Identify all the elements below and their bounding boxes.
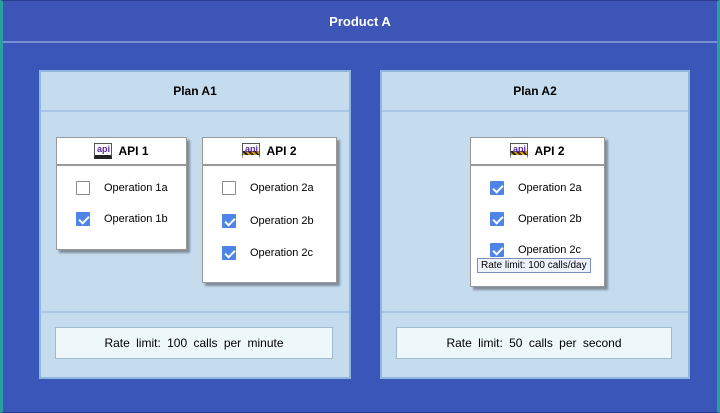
api-card-api-2[interactable]: api API 2 Operation 2a Operation 2b Oper… xyxy=(470,137,605,287)
operation-label: Operation 1a xyxy=(104,182,168,194)
operation-row[interactable]: Operation 2b xyxy=(222,214,314,228)
checkbox[interactable] xyxy=(222,181,236,195)
api-icon: api xyxy=(242,143,261,159)
api-card-header: api API 1 xyxy=(57,138,186,166)
operation-label: Operation 2a xyxy=(250,182,314,194)
plan-a1: Plan A1 api API 1 Operation 1a Operation… xyxy=(39,70,351,379)
operation-label: Operation 2c xyxy=(250,247,313,259)
plan-footer: Rate limit: 50 calls per second xyxy=(382,311,688,377)
operation-label: Operation 1b xyxy=(104,213,168,225)
api-card-header: api API 2 xyxy=(203,138,336,166)
operation-row[interactable]: Operation 2a xyxy=(222,181,314,195)
checkbox[interactable] xyxy=(490,243,504,257)
api-name: API 2 xyxy=(266,144,297,158)
api-name: API 1 xyxy=(118,144,149,158)
checkbox[interactable] xyxy=(76,212,90,226)
plan-title: Plan A2 xyxy=(382,72,688,112)
operation-row[interactable]: Operation 1a xyxy=(76,181,168,195)
operation-row[interactable]: Operation 2a xyxy=(490,181,582,195)
api-icon: api xyxy=(94,143,113,159)
checkbox[interactable] xyxy=(490,181,504,195)
api-card-api-2[interactable]: api API 2 Operation 2a Operation 2b Oper… xyxy=(202,137,337,283)
api-name: API 2 xyxy=(534,144,565,158)
operation-label: Operation 2b xyxy=(518,213,582,225)
api-card-header: api API 2 xyxy=(471,138,604,166)
checkbox[interactable] xyxy=(222,246,236,260)
api-icon: api xyxy=(510,143,529,159)
operation-row[interactable]: Operation 2c xyxy=(222,246,313,260)
operation-row[interactable]: Operation 2c xyxy=(490,243,581,257)
operation-label: Operation 2c xyxy=(518,244,581,256)
rate-limit-label: Rate limit: 100 calls per minute xyxy=(55,327,333,359)
operation-row[interactable]: Operation 2b xyxy=(490,212,582,226)
product-title: Product A xyxy=(3,1,717,43)
operation-label: Operation 2b xyxy=(250,215,314,227)
api-card-api-1[interactable]: api API 1 Operation 1a Operation 1b xyxy=(56,137,187,250)
checkbox[interactable] xyxy=(76,181,90,195)
operation-row[interactable]: Operation 1b xyxy=(76,212,168,226)
plan-a2: Plan A2 api API 2 Operation 2a Operation… xyxy=(380,70,690,379)
plan-title: Plan A1 xyxy=(41,72,349,112)
checkbox[interactable] xyxy=(222,214,236,228)
checkbox[interactable] xyxy=(490,212,504,226)
rate-limit-label: Rate limit: 50 calls per second xyxy=(396,327,672,359)
plan-footer: Rate limit: 100 calls per minute xyxy=(41,311,349,377)
operation-label: Operation 2a xyxy=(518,182,582,194)
rate-limit-tooltip: Rate limit: 100 calls/day xyxy=(477,258,591,273)
